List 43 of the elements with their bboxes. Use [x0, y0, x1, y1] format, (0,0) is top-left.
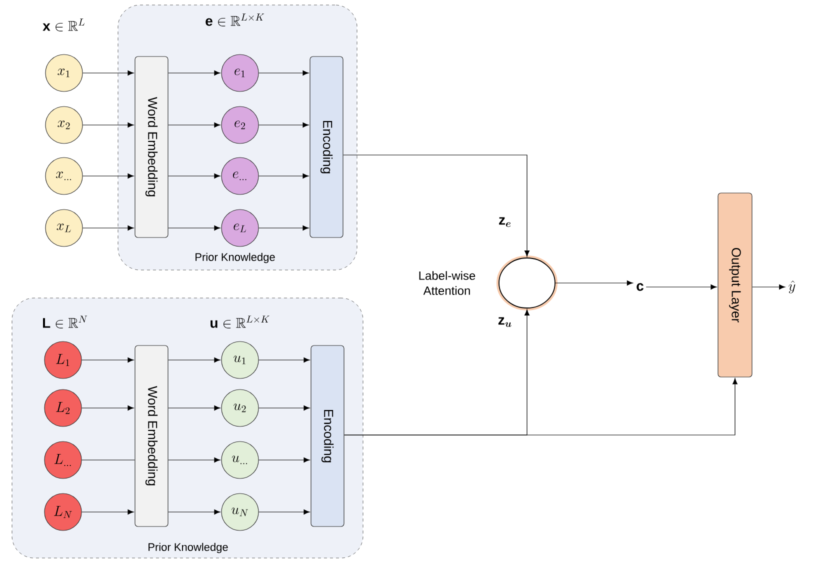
- layer-box: Word Embedding: [134, 56, 168, 238]
- arrow: [168, 70, 220, 76]
- arrow: [258, 458, 310, 463]
- arrow: [555, 280, 634, 286]
- arrow: [82, 70, 134, 76]
- math-symbol: $\mathbf{c}$: [636, 283, 644, 291]
- arrow: [258, 510, 310, 515]
- arrow: [258, 225, 309, 231]
- attention-label: Label-wise Attention: [419, 271, 476, 295]
- math-symbol: $\hat{y}$: [788, 280, 796, 294]
- layer-box: Encoding: [310, 56, 344, 238]
- arrow: [168, 358, 220, 363]
- layer-box: Encoding: [310, 345, 344, 527]
- math-label: $\mathbf{x}\in\mathbb{R}^{L}$: [42, 18, 85, 32]
- arrow: [82, 173, 134, 179]
- layer-box: Output Layer: [718, 192, 752, 378]
- math-label: $\mathbf{e}\in\mathbb{R}^{L\times K}$: [206, 14, 264, 26]
- arrow: [82, 122, 134, 128]
- arrow: [168, 173, 220, 179]
- arrow: [258, 122, 309, 128]
- math-label: $\mathbf{u}\in\mathbb{R}^{L\times K}$: [210, 316, 270, 328]
- arrow: [168, 510, 220, 515]
- edge-label: $\mathbf{z}_{\boldsymbol{u}}$: [496, 316, 514, 328]
- layer-box: Word Embedding: [134, 345, 168, 527]
- arrow: [752, 284, 786, 290]
- math-label: $\mathbf{L}\in\mathbb{R}^{N}$: [43, 316, 88, 328]
- arrow: [82, 358, 134, 363]
- arrow: [258, 358, 310, 363]
- arrow: [646, 284, 717, 290]
- arrow: [168, 225, 220, 231]
- arrow: [82, 225, 134, 231]
- arrow: [82, 510, 134, 515]
- arrow: [258, 173, 309, 179]
- arrow: [168, 458, 220, 463]
- arrow: [343, 154, 530, 257]
- arrow: [258, 406, 310, 411]
- arrow: [344, 378, 738, 436]
- attention-circle: [496, 256, 558, 310]
- arrow: [168, 122, 220, 128]
- arrow: [168, 406, 220, 411]
- arrow: [82, 406, 134, 411]
- edge-label: $\mathbf{z}_{\boldsymbol{e}}$: [497, 216, 513, 228]
- arrow: [258, 70, 309, 76]
